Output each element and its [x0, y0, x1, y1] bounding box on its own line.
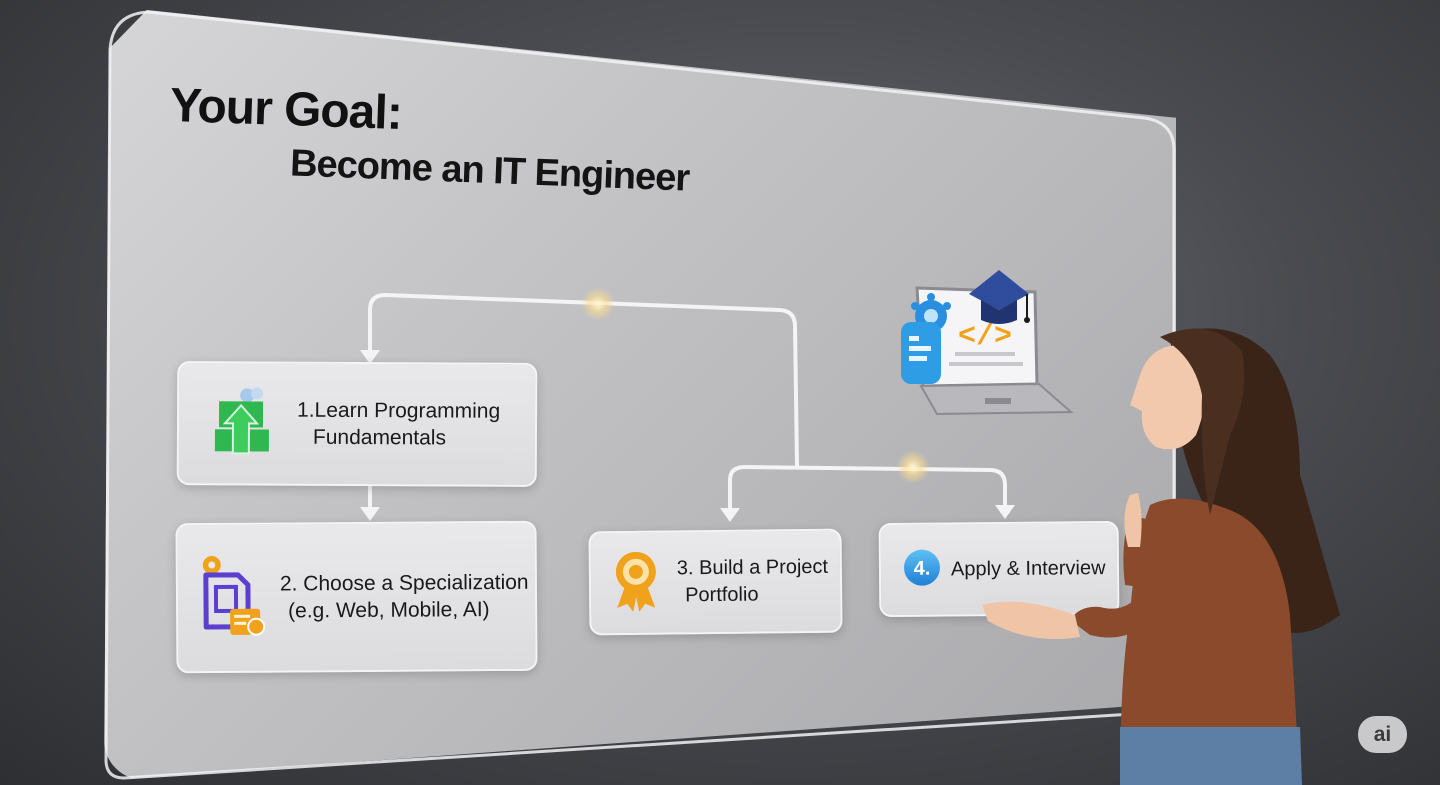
step-label: 2. Choose a Specialization (e.g. Web, Mo…	[280, 569, 529, 625]
code-brackets-text: </>	[958, 320, 1012, 354]
step-text-line: Fundamentals	[312, 425, 447, 450]
light-glow	[581, 287, 615, 321]
laptop-icon: </>	[901, 270, 1074, 416]
step-text-line: Portfolio	[685, 583, 759, 607]
step-number: 1.	[297, 398, 315, 422]
goal-title: Your Goal:	[169, 78, 403, 141]
ai-watermark-badge: ai	[1358, 716, 1407, 753]
light-glow	[896, 450, 930, 484]
step-card-3[interactable]: 3. Build a Project Portfolio	[588, 528, 843, 636]
step-number: 4.	[914, 557, 931, 579]
document-gear-icon	[200, 552, 269, 643]
building-blocks-icon	[213, 385, 275, 462]
step-number: 2.	[279, 572, 298, 596]
step-number: 3.	[676, 557, 694, 580]
award-badge-icon	[613, 549, 660, 616]
step-text-line: Learn Programming	[314, 398, 501, 423]
person-figure	[982, 328, 1340, 785]
step-label: 3. Build a Project Portfolio	[677, 554, 829, 610]
document-icon	[901, 322, 941, 384]
graduation-cap-icon	[969, 270, 1030, 324]
step-card-4[interactable]: 4. Apply & Interview	[878, 520, 1120, 618]
step-text-line: Build a Project	[698, 555, 829, 580]
step-card-1[interactable]: 1.Learn Programming Fundamentals	[176, 361, 538, 487]
step-card-2[interactable]: 2. Choose a Specialization (e.g. Web, Mo…	[175, 520, 538, 674]
step-label: 1.Learn Programming Fundamentals	[297, 397, 500, 452]
step-text-line: (e.g. Web, Mobile, AI)	[288, 598, 490, 623]
step-text-line: Choose a Specialization	[303, 570, 529, 596]
number-badge-icon: 4.	[903, 548, 941, 591]
